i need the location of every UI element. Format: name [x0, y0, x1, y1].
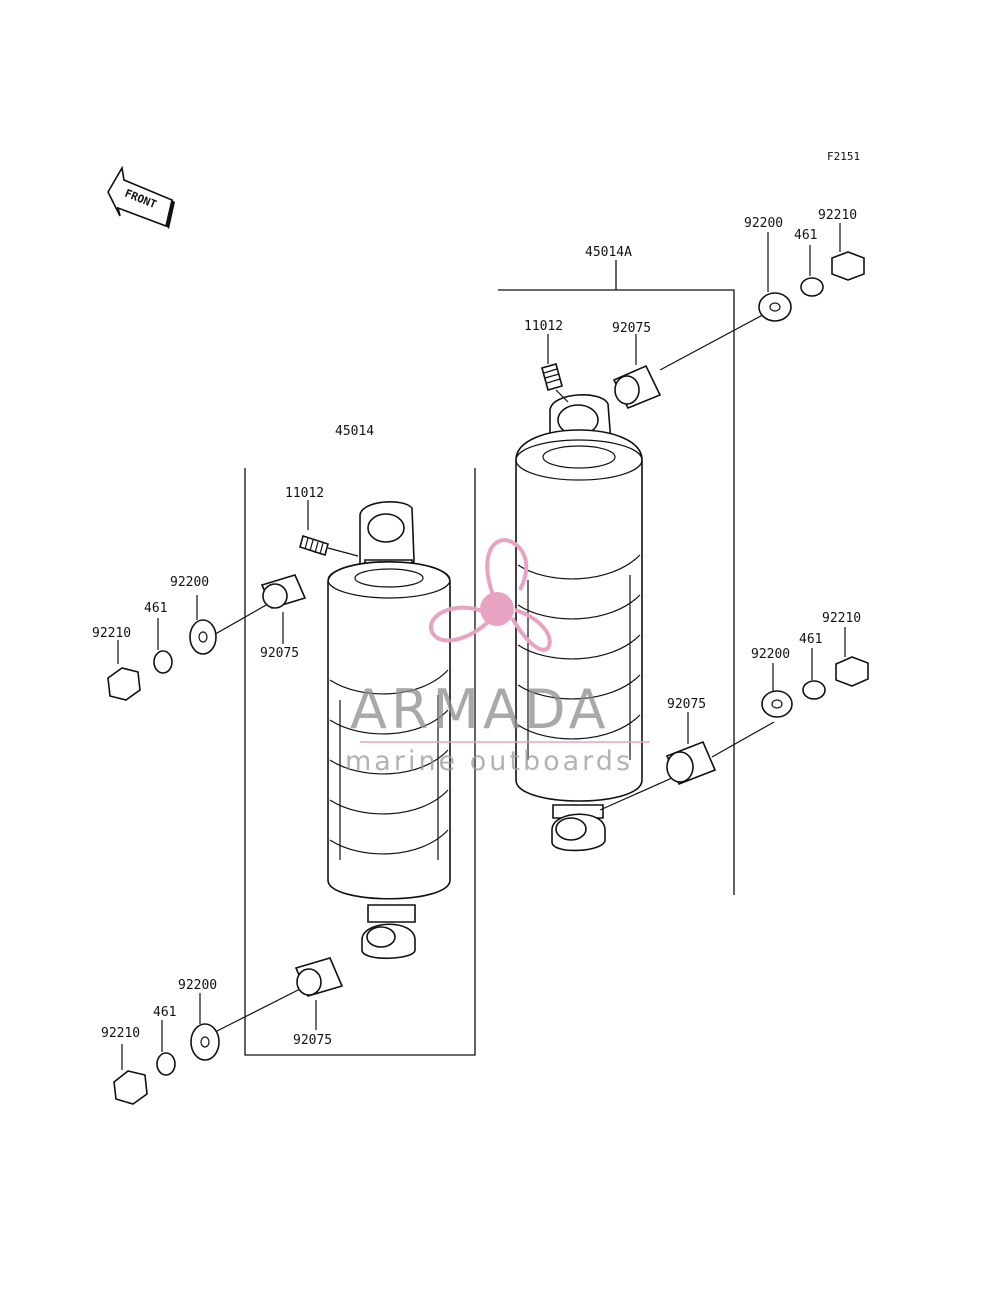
assembly-bracket-45014: 45014: [244, 424, 476, 1056]
spring-pin-right: 11012: [524, 319, 569, 403]
label-left-upper-washer: 92200: [170, 575, 209, 590]
label-left-lower-washer: 92200: [178, 978, 217, 993]
hardware-right-upper: 92075 92200 461 92210: [612, 208, 865, 410]
label-right-upper-collar: 92075: [612, 321, 651, 336]
watermark: ARMADA marine outboards: [345, 537, 650, 777]
label-right-lower-461: 461: [799, 632, 822, 647]
assembly-number-right: 45014A: [585, 245, 632, 260]
label-left-upper-461: 461: [144, 601, 167, 616]
label-left-upper-nut: 92210: [92, 626, 131, 641]
front-direction-arrow-icon: FRONT: [107, 165, 175, 229]
watermark-brand: ARMADA: [350, 678, 610, 741]
label-left-lower-nut: 92210: [101, 1026, 140, 1041]
label-right-lower-washer: 92200: [751, 647, 790, 662]
hardware-left-lower: 92200 461 92210 92075: [101, 957, 344, 1105]
shock-absorber-right: [515, 394, 643, 852]
watermark-tagline: marine outboards: [345, 746, 633, 777]
label-left-spring-pin: 11012: [285, 486, 324, 501]
assembly-number-left: 45014: [335, 424, 374, 439]
figure-code: F2151: [827, 150, 860, 163]
label-right-upper-washer: 92200: [744, 216, 783, 231]
label-left-lower-collar: 92075: [293, 1033, 332, 1048]
assembly-bracket-45014A: 45014A: [498, 245, 735, 895]
label-right-lower-collar: 92075: [667, 697, 706, 712]
hardware-left-upper: 92200 461 92210 92075: [92, 574, 307, 701]
spring-pin-left: 11012: [285, 486, 359, 557]
label-right-upper-nut: 92210: [818, 208, 857, 223]
propeller-logo-icon: [429, 537, 552, 652]
hardware-right-lower: 92075 92200 461 92210: [599, 611, 869, 811]
label-right-spring-pin: 11012: [524, 319, 563, 334]
label-left-upper-collar: 92075: [260, 646, 299, 661]
label-left-lower-461: 461: [153, 1005, 176, 1020]
shock-absorber-left: [327, 501, 451, 960]
label-right-lower-nut: 92210: [822, 611, 861, 626]
label-right-upper-461: 461: [794, 228, 817, 243]
